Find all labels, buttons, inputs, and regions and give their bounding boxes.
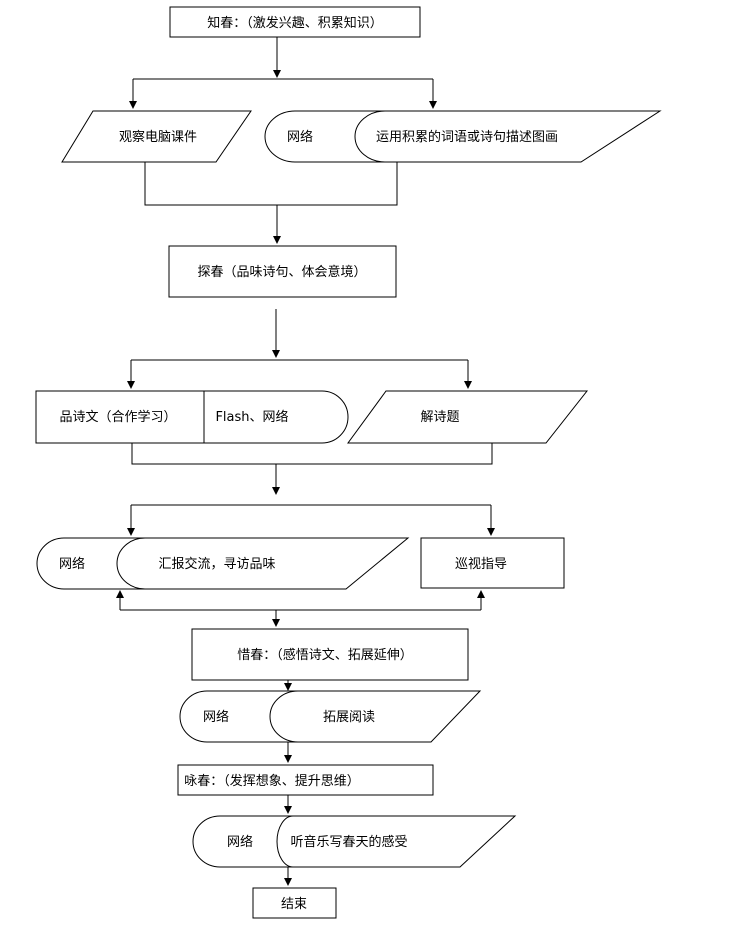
node-jieshiti: 解诗题 xyxy=(347,390,589,444)
node-network-yunyong: 网络 运用积累的词语或诗句描述图画 xyxy=(264,110,662,163)
node-xichun: 惜春：（感悟诗文、拓展延伸） xyxy=(191,628,469,681)
node-wangluo-2-label: 网络 xyxy=(59,556,85,572)
node-xunshi: 巡视指导 xyxy=(420,537,565,589)
node-wangluo-1-label: 网络 xyxy=(287,129,313,145)
node-network-huibao: 网络 汇报交流，寻访品味 xyxy=(36,537,410,590)
node-jieshu: 结束 xyxy=(252,887,337,919)
node-zhichun: 知春：（激发兴趣、积累知识） xyxy=(169,6,421,38)
node-network-tingyinyue: 网络 听音乐写春天的感受 xyxy=(192,815,517,868)
node-yunyong-label: 运用积累的词语或诗句描述图画 xyxy=(376,129,558,145)
node-tanchun: 探春（品味诗句、体会意境） xyxy=(168,245,397,298)
node-yongchun-label: 咏春：（发挥想象、提升思维） xyxy=(184,773,360,789)
node-xunshi-label: 巡视指导 xyxy=(455,557,507,572)
node-wangluo-4-label: 网络 xyxy=(227,834,253,850)
node-jieshiti-label: 解诗题 xyxy=(420,410,459,425)
edge-merge-2 xyxy=(131,443,493,465)
node-network-tuozhan: 网络 拓展阅读 xyxy=(179,690,482,743)
node-huibao-label: 汇报交流，寻访品味 xyxy=(158,556,275,572)
node-jieshu-label: 结束 xyxy=(281,897,307,912)
node-guancha: 观察电脑课件 xyxy=(61,110,252,163)
node-pinshiwen-label: 品诗文（合作学习） xyxy=(59,409,176,425)
node-tuozhan-label: 拓展阅读 xyxy=(323,710,375,725)
node-tanchun-label: 探春（品味诗句、体会意境） xyxy=(197,264,366,280)
node-wangluo-3-label: 网络 xyxy=(203,709,229,725)
edge-merge-1 xyxy=(144,162,398,206)
node-yongchun: 咏春：（发挥想象、提升思维） xyxy=(177,764,434,796)
node-zhichun-label: 知春：（激发兴趣、积累知识） xyxy=(207,15,383,31)
node-tingyinyue-label: 听音乐写春天的感受 xyxy=(290,834,407,850)
node-guancha-label: 观察电脑课件 xyxy=(119,130,197,145)
node-pinshiwen: 品诗文（合作学习） Flash、网络 xyxy=(35,390,349,444)
node-flash-wangluo-label: Flash、网络 xyxy=(215,409,288,425)
node-xichun-label: 惜春：（感悟诗文、拓展延伸） xyxy=(237,647,413,663)
